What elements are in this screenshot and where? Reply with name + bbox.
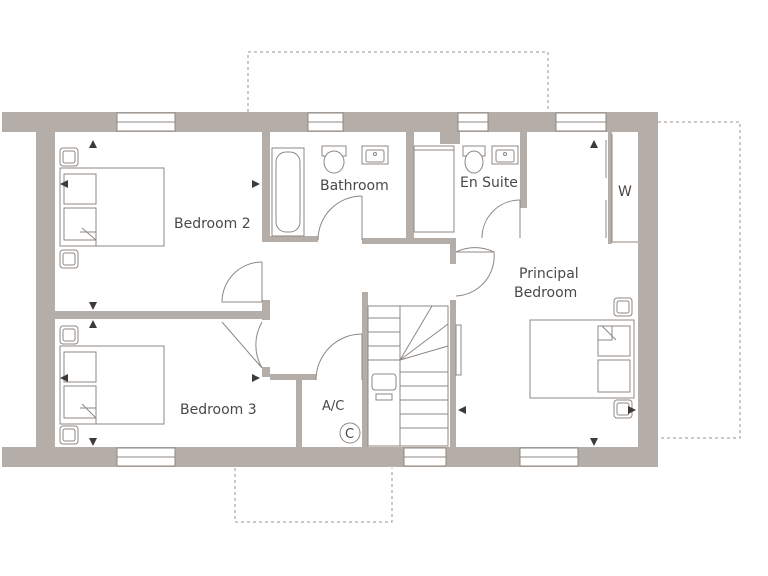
dimension-arrows bbox=[60, 140, 636, 446]
staircase bbox=[367, 305, 449, 447]
wardrobe bbox=[605, 134, 638, 243]
room-label-ac: A/C bbox=[322, 399, 344, 414]
room-label-principal-line2: Bedroom bbox=[514, 285, 577, 301]
room-label-bedroom2: Bedroom 2 bbox=[174, 216, 251, 232]
room-label-principal-line1: Principal bbox=[519, 266, 579, 282]
bathroom-fixtures bbox=[271, 145, 389, 237]
ensuite-fixtures bbox=[413, 145, 519, 233]
dashed-outlines bbox=[234, 51, 741, 523]
room-label-bathroom: Bathroom bbox=[320, 178, 389, 194]
cylinder-label: C bbox=[345, 427, 354, 442]
room-label-wardrobe: W bbox=[618, 184, 632, 200]
door-swings bbox=[221, 195, 521, 381]
bed-principal bbox=[455, 297, 635, 419]
cylinder-symbol bbox=[339, 422, 361, 444]
windows bbox=[116, 112, 607, 467]
bed-bedroom3 bbox=[59, 325, 165, 445]
room-label-bedroom3: Bedroom 3 bbox=[180, 402, 257, 418]
bed-bedroom2 bbox=[59, 147, 165, 269]
room-label-ensuite: En Suite bbox=[460, 175, 518, 191]
